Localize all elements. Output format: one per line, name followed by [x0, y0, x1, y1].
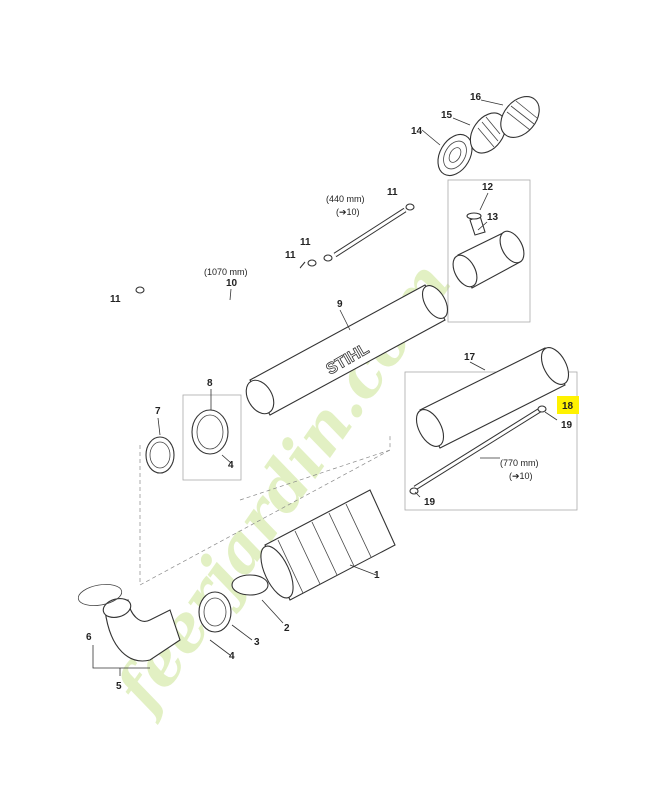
nozzle-assembly-12	[452, 212, 525, 289]
label-4b: 4	[229, 651, 235, 662]
label-14: 14	[411, 126, 423, 137]
label-19a: 19	[561, 420, 573, 431]
label-11c: 11	[300, 237, 311, 248]
label-15: 15	[441, 110, 453, 121]
elbow-5	[77, 584, 181, 662]
label-4a: 4	[228, 460, 234, 471]
highlight-18	[557, 396, 579, 414]
label-7: 7	[155, 406, 161, 417]
screw-icon	[135, 203, 547, 495]
label-11d: 11	[387, 187, 398, 198]
dim-1070: (1070 mm)	[204, 267, 248, 277]
label-16: 16	[470, 92, 482, 103]
hose-770	[413, 407, 542, 491]
tube-17	[415, 347, 570, 449]
label-19b: 19	[424, 497, 436, 508]
label-10: 10	[226, 278, 238, 289]
label-1: 1	[374, 570, 380, 581]
group-box-8	[182, 394, 242, 481]
label-8: 8	[207, 378, 213, 389]
group-box-17	[404, 371, 578, 511]
label-17: 17	[464, 352, 476, 363]
bellows-1	[260, 489, 396, 601]
clamp-3	[198, 591, 232, 633]
label-13: 13	[487, 212, 499, 223]
label-11b: 11	[285, 250, 296, 261]
label-6: 6	[86, 632, 92, 643]
dim-440: (440 mm)	[326, 194, 365, 204]
label-9: 9	[337, 299, 343, 310]
dim-770-ref: (➔10)	[509, 471, 533, 481]
label-3: 3	[254, 637, 260, 648]
short-hose	[333, 207, 407, 258]
label-5: 5	[116, 681, 122, 692]
hose-icon	[139, 261, 306, 342]
group-box-12	[447, 179, 531, 323]
clamp-2	[231, 574, 269, 596]
dim-770: (770 mm)	[500, 458, 539, 468]
clamp-icon	[145, 409, 229, 474]
label-18: 18	[562, 401, 574, 412]
dim-440-ref: (➔10)	[336, 207, 360, 217]
label-2: 2	[284, 623, 290, 634]
dash-line-b	[139, 449, 391, 586]
leader-lines	[92, 99, 558, 676]
label-12: 12	[482, 182, 494, 193]
grille-icon	[437, 96, 540, 177]
dash-line-c	[239, 435, 391, 501]
label-11a: 11	[110, 294, 121, 305]
